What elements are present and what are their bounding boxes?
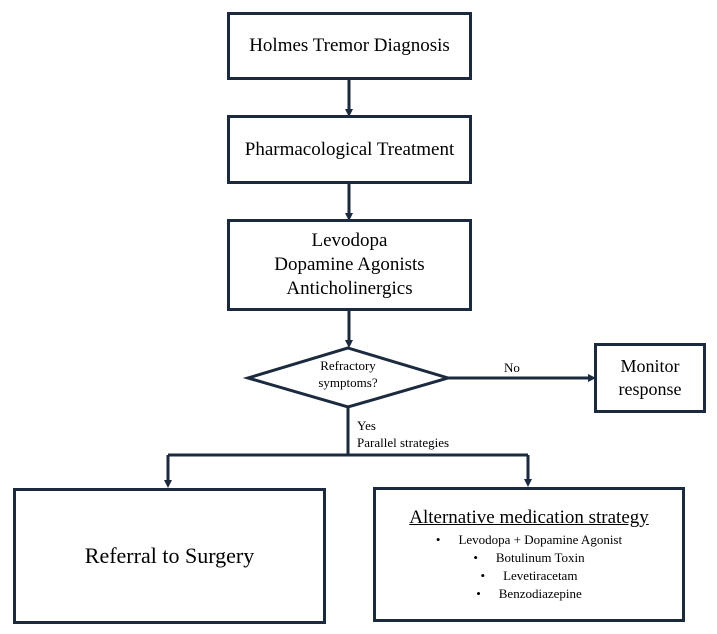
alternative-item-botulinum-toxin: Botulinum Toxin (436, 549, 622, 567)
node-alternative: Alternative medication strategy Levodopa… (373, 487, 685, 622)
node-surgery: Referral to Surgery (13, 488, 326, 624)
node-diagnosis: Holmes Tremor Diagnosis (227, 12, 472, 80)
decision-label-line-1: Refractory (320, 358, 376, 373)
node-surgery-label: Referral to Surgery (84, 543, 255, 568)
node-monitor: Monitor response (594, 343, 706, 413)
alternative-list: Levodopa + Dopamine Agonist Botulinum To… (436, 531, 622, 603)
medication-dopamine-agonists: Dopamine Agonists (274, 254, 425, 275)
node-pharmacological: Pharmacological Treatment (227, 115, 472, 184)
alternative-item-levodopa-dopamine-agonist: Levodopa + Dopamine Agonist (436, 531, 622, 549)
decision-label-line-2: symptoms? (318, 375, 378, 390)
edge-label-yes: Yes (357, 418, 376, 433)
monitor-label-line-2: response (618, 379, 682, 399)
decision-label: Refractory symptoms? (268, 357, 428, 391)
alternative-title: Alternative medication strategy (409, 506, 649, 528)
medication-levodopa: Levodopa (311, 230, 388, 251)
monitor-label-line-1: Monitor (620, 356, 680, 376)
node-diagnosis-label: Holmes Tremor Diagnosis (249, 35, 450, 56)
alternative-item-levetiracetam: Levetiracetam (436, 567, 622, 585)
edge-label-no: No (504, 360, 520, 375)
alternative-item-benzodiazepine: Benzodiazepine (436, 585, 622, 603)
medication-anticholinergics: Anticholinergics (286, 278, 413, 299)
edge-label-parallel: Parallel strategies (357, 435, 450, 450)
node-medications: Levodopa Dopamine Agonists Anticholinerg… (227, 219, 472, 311)
node-pharmacological-label: Pharmacological Treatment (244, 138, 455, 160)
